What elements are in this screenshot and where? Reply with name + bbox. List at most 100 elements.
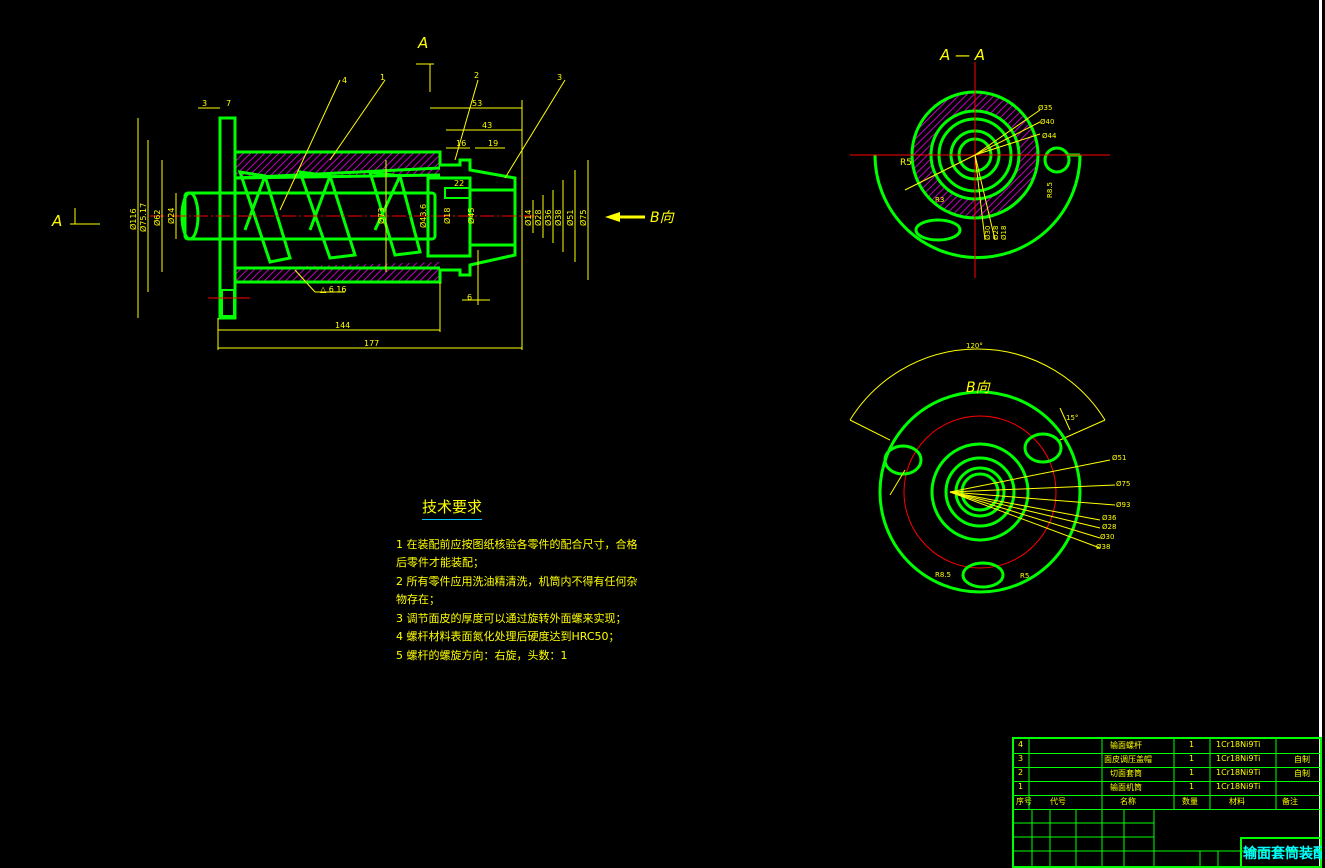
aa-r3: R3 — [935, 196, 944, 204]
dim-d116: Ø116 — [128, 208, 138, 230]
bom-row: 4 输面螺杆 1 1Cr18Ni9Ti — [1014, 739, 1320, 754]
dim-d28: Ø28 — [533, 210, 543, 226]
technical-requirements: 技术要求 1 在装配前应按图纸核验各零件的配合尺寸，合格 后零件才能装配； 2 … — [396, 498, 656, 665]
b-d30: Ø30 — [1100, 533, 1114, 541]
dim-177: 177 — [364, 339, 379, 348]
tech-line-4: 物存在； — [396, 593, 440, 606]
aa-slot-right — [1043, 146, 1071, 174]
bom-row: 3 面皮调压盖帽 1 1Cr18Ni9Ti 自制 — [1014, 753, 1320, 768]
bom-qty: 1 — [1189, 782, 1195, 791]
b-view-title: B向 — [966, 380, 992, 396]
b-direction-label: B向 — [650, 210, 676, 226]
main-dim-labels: A A B向 4 1 2 3 3 7 53 43 16 19 22 6 △ 6 … — [51, 34, 676, 348]
b-d75: Ø75 — [1116, 480, 1130, 488]
bom-header-qty: 数量 — [1182, 797, 1198, 806]
dim-d14: Ø14 — [523, 210, 533, 226]
dim-7: 7 — [226, 99, 231, 108]
bom-header-row: 序号 代号 名称 数量 材料 备注 — [1014, 795, 1320, 810]
b-angle-arc — [849, 348, 1106, 421]
aa-d18: Ø18 — [1000, 226, 1008, 240]
barrel-outline-top — [236, 150, 517, 190]
b-angle-120: 120° — [966, 342, 983, 350]
part-no-3: 3 — [557, 73, 562, 82]
aa-slot-bottom — [914, 218, 962, 242]
title-block-grid — [1014, 739, 1320, 866]
bom-row: 1 输面机筒 1 1Cr18Ni9Ti — [1014, 781, 1320, 796]
bom-name: 切面套筒 — [1110, 769, 1142, 778]
bom-qty: 1 — [1189, 740, 1195, 749]
part-no-4: 4 — [342, 76, 347, 85]
part-no-2: 2 — [474, 71, 479, 80]
tech-line-7: 5 螺杆的螺旋方向：右旋，头数：1 — [396, 648, 568, 662]
b-d51: Ø51 — [1112, 454, 1126, 462]
drawing-title: 输面套筒装配图 — [1240, 837, 1322, 867]
aa-d44: Ø44 — [1042, 132, 1057, 140]
section-label-top: A — [417, 34, 428, 52]
dim-144: 144 — [335, 321, 350, 330]
dim-22: 22 — [454, 179, 464, 188]
b-outer-circle — [878, 390, 1082, 594]
b-angle-15: 15° — [1066, 414, 1078, 422]
bom-qty: 1 — [1189, 754, 1195, 763]
barrel-outline-bottom — [236, 243, 517, 284]
bom-material: 1Cr18Ni9Ti — [1216, 768, 1261, 777]
dim-d62: Ø62 — [152, 210, 162, 226]
aa-r5: R5 — [900, 158, 912, 168]
bom-no: 4 — [1018, 740, 1024, 749]
aa-leaders — [904, 109, 1041, 241]
dim-16: 16 — [456, 139, 466, 148]
bom-name: 面皮调压盖帽 — [1104, 755, 1152, 764]
dim-d51: Ø51 — [565, 210, 575, 226]
bom-note: 自制 — [1294, 769, 1310, 778]
aa-outer-arc — [873, 154, 1082, 259]
dim-d73: Ø73 — [376, 208, 386, 224]
bom-header-note: 备注 — [1282, 797, 1298, 806]
title-block: 4 输面螺杆 1 1Cr18Ni9Ti 3 面皮调压盖帽 1 1Cr18Ni9T… — [1012, 737, 1322, 868]
aa-d40: Ø40 — [1040, 118, 1054, 126]
bom-no: 1 — [1018, 782, 1024, 791]
barrel-bottom-hatch — [236, 262, 440, 282]
dim-d75-17: Ø75.17 — [138, 203, 148, 232]
tech-line-5: 3 调节面皮的厚度可以通过旋转外面螺来实现； — [396, 611, 627, 625]
aa-d30: Ø30 — [984, 226, 992, 240]
cap-inner — [468, 188, 517, 247]
flange — [218, 116, 237, 320]
bom-material: 1Cr18Ni9Ti — [1216, 754, 1261, 763]
bom-no: 2 — [1018, 768, 1024, 777]
bom-header-material: 材料 — [1229, 797, 1245, 806]
dim-d18: Ø18 — [442, 208, 452, 224]
b-labels: B向 120° 15° Ø51 Ø75 Ø93 Ø36 Ø28 Ø30 Ø38 … — [935, 342, 1130, 580]
b-direction-view: B向 120° 15° Ø51 Ø75 Ø93 Ø36 Ø28 Ø30 Ø38 … — [849, 342, 1130, 594]
b-slot-left — [883, 444, 923, 476]
bom-name: 输面机筒 — [1110, 783, 1142, 792]
dim-6: 6 — [467, 293, 472, 302]
dim-d24: Ø24 — [166, 208, 176, 224]
dim-d45: Ø45 — [466, 208, 476, 224]
b-d93: Ø93 — [1116, 501, 1130, 509]
tech-line-6: 4 螺杆材料表面氮化处理后硬度达到HRC50； — [396, 630, 620, 643]
section-label-left: A — [51, 212, 62, 230]
dim-d36: Ø36 — [543, 210, 553, 226]
tech-line-3: 2 所有零件应用洗油精清洗，机筒内不得有任何杂 — [396, 574, 638, 588]
bom-material: 1Cr18Ni9Ti — [1216, 740, 1261, 749]
aa-r8-5: R8.5 — [1046, 182, 1054, 198]
b-bolt-circle — [903, 415, 1057, 569]
dim-d38: Ø38 — [553, 210, 563, 226]
aa-d28: Ø28 — [992, 226, 1000, 240]
tech-line-1: 1 在装配前应按图纸核验各零件的配合尺寸，合格 — [396, 537, 638, 551]
main-dimensions — [70, 63, 589, 350]
barrel-inner-top — [235, 166, 441, 180]
b-d36: Ø36 — [1102, 514, 1117, 522]
frame-border-right — [1319, 0, 1322, 868]
flange-bolt — [221, 289, 235, 317]
tech-line-2: 后零件才能装配； — [396, 556, 484, 569]
b-leaders — [889, 407, 1116, 549]
tech-title: 技术要求 — [422, 498, 483, 520]
dim-3: 3 — [202, 99, 207, 108]
bom-header-name: 名称 — [1120, 797, 1136, 806]
bom-name: 输面螺杆 — [1110, 741, 1142, 750]
bom-note: 自制 — [1294, 755, 1310, 764]
dim-43: 43 — [482, 121, 492, 130]
dim-19: 19 — [488, 139, 498, 148]
